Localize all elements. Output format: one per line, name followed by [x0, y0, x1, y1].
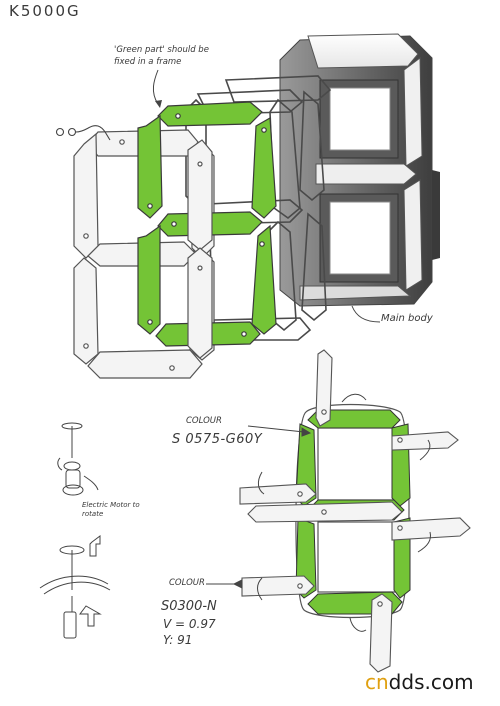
motor-sketch-icon — [39, 422, 111, 639]
motor-note: Electric Motor to rotate — [82, 501, 140, 518]
small-circles-icon — [55, 125, 111, 141]
main-body-leader — [351, 305, 381, 323]
main-body-label: Main body — [381, 313, 433, 324]
annotation-arrows — [206, 425, 312, 589]
display-detail — [239, 349, 471, 673]
colour-label-bottom: COLOUR — [169, 578, 205, 588]
watermark-part2: dds.com — [388, 670, 474, 694]
value-y: Y: 91 — [163, 633, 193, 647]
frame-note: 'Green part' should be fixed in a frame — [114, 45, 209, 67]
value-v: V = 0.97 — [163, 617, 216, 631]
watermark: cndds.com — [365, 672, 474, 692]
annotation-arrow-icon — [155, 100, 162, 108]
white-segments-over — [187, 139, 213, 359]
sketch-title: K5000G — [9, 2, 81, 20]
colour-code-top: S 0575-G60Y — [172, 432, 263, 447]
colour-code-bottom: S0300-N — [161, 599, 217, 614]
frame-note-leader — [152, 69, 159, 105]
watermark-part1: cn — [365, 670, 389, 694]
rotation-arrow-icon — [79, 535, 102, 627]
colour-label-top: COLOUR — [186, 416, 222, 426]
